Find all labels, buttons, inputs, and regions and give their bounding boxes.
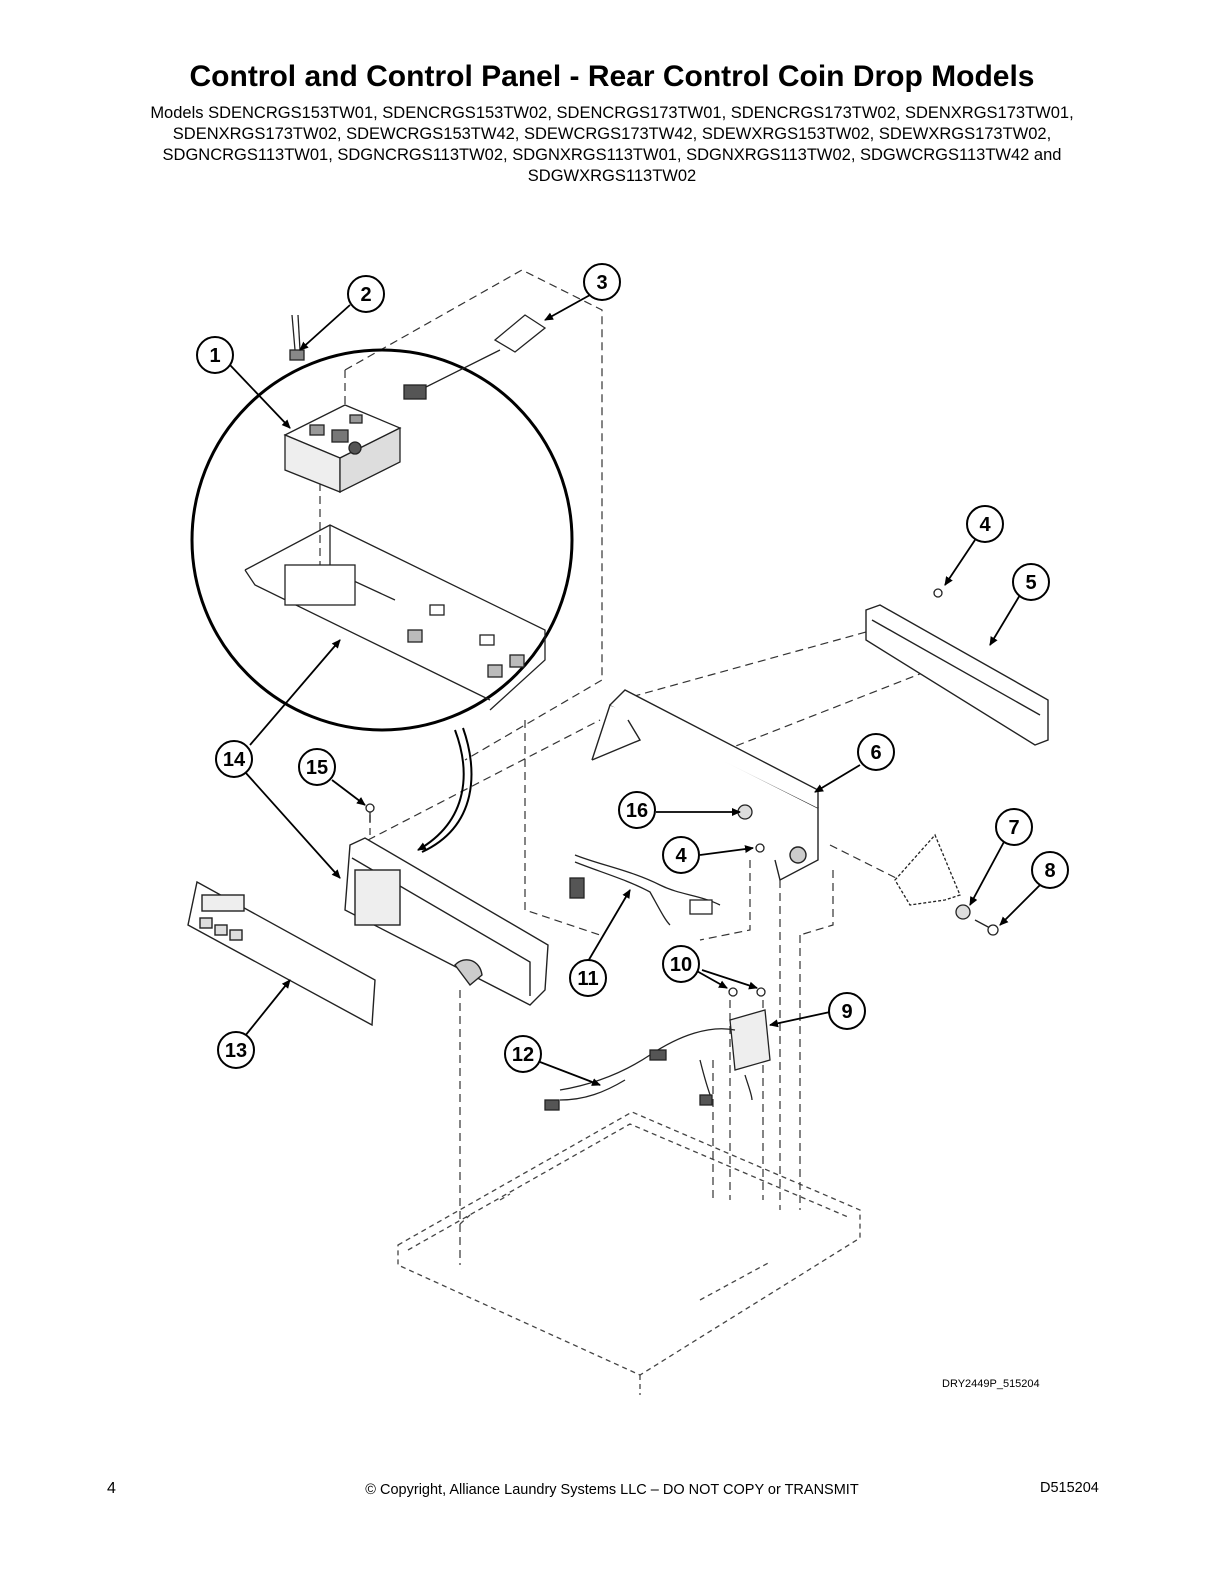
svg-text:7: 7 <box>1008 817 1019 839</box>
svg-text:4: 4 <box>979 514 991 536</box>
leader-lines <box>229 294 1041 1086</box>
svg-text:1: 1 <box>209 345 220 367</box>
document-code: D515204 <box>1040 1480 1099 1496</box>
screw-4b-part <box>755 843 765 853</box>
copyright-notice: © Copyright, Alliance Laundry Systems LL… <box>365 1482 859 1498</box>
wire-harness-12-part <box>544 1028 753 1111</box>
callout-16: 16 <box>618 791 656 829</box>
callout-4a: 4 <box>966 505 1004 543</box>
detail-magnifier-circle <box>190 348 574 732</box>
callout-4b: 4 <box>662 836 700 874</box>
overlay-decal-part <box>187 880 376 1027</box>
wire-connector-part <box>289 314 305 361</box>
callout-6: 6 <box>857 733 895 771</box>
console-frame-part <box>591 689 819 882</box>
callout-7: 7 <box>995 808 1033 846</box>
svg-text:15: 15 <box>306 757 328 779</box>
svg-text:6: 6 <box>870 742 881 764</box>
page-title: Control and Control Panel - Rear Control… <box>189 60 1035 93</box>
harness-plug-part <box>403 314 547 400</box>
svg-text:10: 10 <box>670 954 692 976</box>
screw-4a-part <box>933 588 943 598</box>
svg-text:8: 8 <box>1044 860 1055 882</box>
svg-text:12: 12 <box>512 1044 534 1066</box>
callout-2: 2 <box>347 275 385 313</box>
models-list: Models SDENCRGS153TW01, SDENCRGS153TW02,… <box>150 104 1074 185</box>
rear-panel-part <box>865 604 1049 746</box>
callout-9: 9 <box>828 992 866 1030</box>
relay-part <box>729 1009 771 1071</box>
callout-3: 3 <box>583 263 621 301</box>
wire-harness-11-part <box>569 854 721 926</box>
grommet-part <box>737 804 753 820</box>
control-panel-part <box>344 837 549 1006</box>
svg-text:5: 5 <box>1025 572 1036 594</box>
alignment-lines <box>319 269 931 1265</box>
svg-text:4: 4 <box>675 845 687 867</box>
callout-13: 13 <box>217 1031 255 1069</box>
screw-15-part <box>365 803 375 822</box>
detail-leader-line <box>417 729 465 851</box>
star-washer-part <box>955 904 971 920</box>
svg-text:9: 9 <box>841 1001 852 1023</box>
svg-text:2: 2 <box>360 284 371 306</box>
callout-11: 11 <box>569 959 607 997</box>
svg-text:13: 13 <box>225 1040 247 1062</box>
svg-text:3: 3 <box>596 272 607 294</box>
callout-1: 1 <box>196 336 234 374</box>
callout-5: 5 <box>1012 563 1050 601</box>
svg-text:14: 14 <box>223 749 246 771</box>
screws-10-part <box>728 987 766 997</box>
svg-text:16: 16 <box>626 800 648 822</box>
callout-12: 12 <box>504 1035 542 1073</box>
control-board-part <box>283 404 402 494</box>
dryer-top-outline <box>397 1111 861 1395</box>
control-tray-part <box>244 524 546 711</box>
callout-15: 15 <box>298 748 336 786</box>
callout-10: 10 <box>662 945 700 983</box>
drawing-id: DRY2449P_515204 <box>942 1378 1040 1390</box>
svg-text:11: 11 <box>577 968 598 990</box>
page-number: 4 <box>107 1480 116 1497</box>
bracket-plate-part <box>894 833 961 906</box>
callout-8: 8 <box>1031 851 1069 889</box>
callout-14: 14 <box>215 740 253 778</box>
bolt-part <box>974 919 999 936</box>
